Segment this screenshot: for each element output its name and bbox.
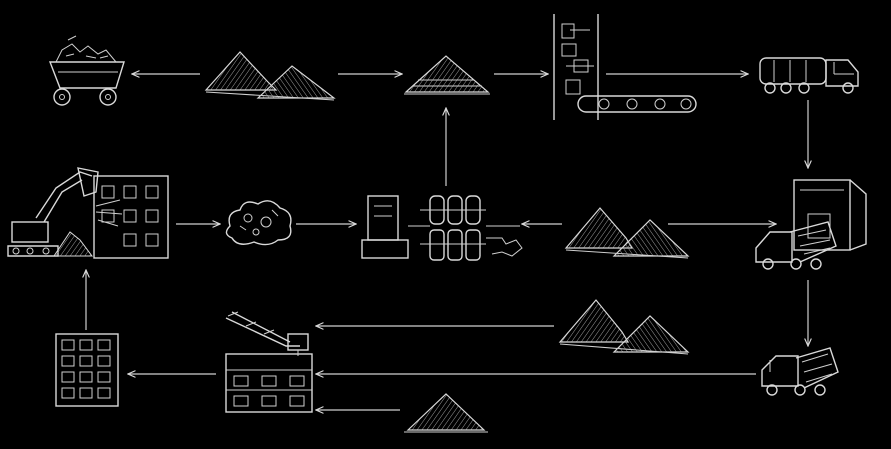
construction-crane-icon — [225, 311, 313, 413]
debris-icon — [225, 200, 292, 246]
excavator-icon — [7, 167, 169, 259]
material-piles-icon — [204, 51, 336, 101]
processing-plant-icon — [361, 195, 523, 261]
aggregate-piles-icon — [564, 207, 690, 259]
concrete-plant-icon — [755, 179, 867, 270]
sand-pile-icon — [404, 393, 488, 433]
mine-cart-icon — [48, 35, 125, 106]
conveyor-icon — [553, 14, 697, 120]
mixer-truck-icon — [761, 347, 839, 396]
truck-icon — [759, 57, 859, 94]
material-pile-icon — [404, 55, 490, 95]
secondary-aggregate-piles-icon — [558, 299, 690, 355]
flow-arrows — [86, 74, 808, 410]
building-icon — [55, 333, 119, 407]
